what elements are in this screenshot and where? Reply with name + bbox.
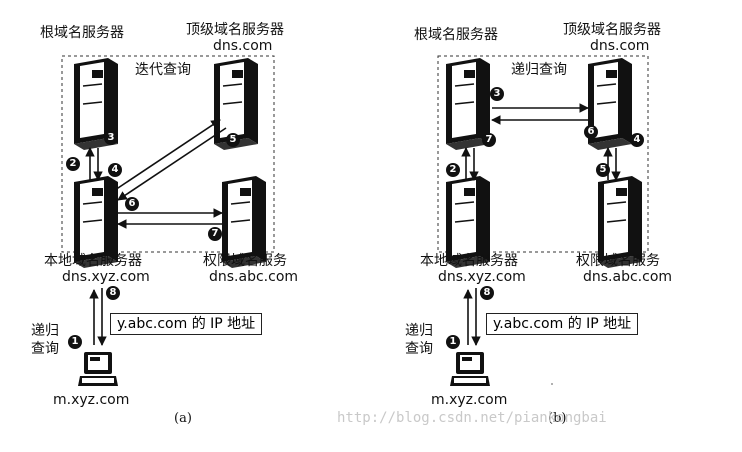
tld-server-label-b: 顶级域名服务器 — [563, 22, 661, 38]
arrow-5-a — [117, 127, 227, 201]
host-icon-a — [78, 352, 118, 386]
step-7-b: 7 — [482, 133, 496, 147]
recursive-label-2-a: 查询 — [31, 341, 59, 357]
local-server-label-b: 本地域名服务器 — [420, 253, 518, 269]
local-domain-a: dns.xyz.com — [62, 269, 150, 285]
auth-server-label-b: 权限域名服务 — [576, 253, 660, 269]
host-label-a: m.xyz.com — [53, 392, 130, 408]
tld-domain-a: dns.com — [213, 38, 273, 54]
recursive-label-1-b: 递归 — [405, 323, 433, 339]
local-server-label-a: 本地域名服务器 — [44, 253, 142, 269]
local-domain-b: dns.xyz.com — [438, 269, 526, 285]
auth-domain-b: dns.abc.com — [583, 269, 673, 285]
step-6-a: 6 — [125, 197, 139, 211]
step-3-b: 3 — [490, 87, 504, 101]
step-2-a: 2 — [66, 157, 80, 171]
step-5-a: 5 — [226, 133, 240, 147]
answer-box-b: y.abc.com 的 IP 地址 — [486, 313, 639, 335]
step-8-a: 8 — [106, 286, 120, 300]
host-label-b: m.xyz.com — [431, 392, 508, 408]
mode-label-b: 递归查询 — [511, 62, 567, 78]
step-4-a: 4 — [108, 163, 122, 177]
auth-server-label-a: 权限域名服务 — [203, 253, 287, 269]
step-1-b: 1 — [446, 335, 460, 349]
recursive-label-2-b: 查询 — [405, 341, 433, 357]
mode-label-a: 迭代查询 — [135, 62, 191, 78]
root-server-label-b: 根域名服务器 — [414, 27, 498, 43]
step-5-b: 5 — [596, 163, 610, 177]
step-7-a: 7 — [208, 227, 222, 241]
step-2-b: 2 — [446, 163, 460, 177]
step-6-b: 6 — [584, 125, 598, 139]
caption-b: (b) — [548, 411, 567, 426]
watermark-text: http://blog.csdn.net/piankongbai — [337, 410, 607, 426]
tld-server-label-a: 顶级域名服务器 — [186, 22, 284, 38]
step-4-b: 4 — [630, 133, 644, 147]
root-server-label-a: 根域名服务器 — [40, 25, 124, 41]
step-8-b: 8 — [480, 286, 494, 300]
answer-box-a: y.abc.com 的 IP 地址 — [110, 313, 263, 335]
step-3-a: 3 — [104, 131, 118, 145]
tld-domain-b: dns.com — [590, 38, 650, 54]
step-1-a: 1 — [68, 335, 82, 349]
recursive-boundary-b — [437, 55, 649, 253]
caption-a: (a) — [174, 411, 192, 426]
arrow-4-a — [111, 119, 221, 193]
recursive-label-1-a: 递归 — [31, 323, 59, 339]
auth-domain-a: dns.abc.com — [209, 269, 299, 285]
host-icon-b — [450, 352, 490, 386]
